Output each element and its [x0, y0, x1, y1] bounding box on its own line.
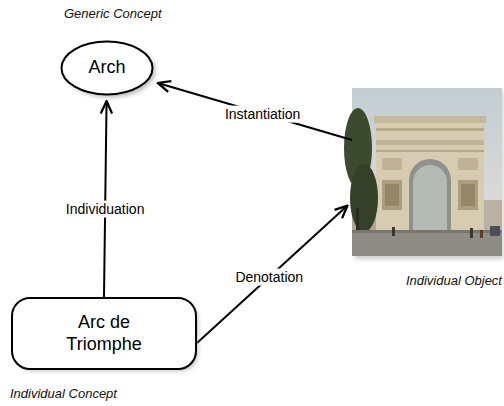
photo-detail [352, 88, 502, 256]
concept-name: Arc de Triomphe [54, 312, 154, 355]
photo-detail [392, 227, 395, 236]
photo-detail [458, 158, 478, 170]
individual-object-photo: Individual Object [352, 88, 502, 256]
photo-detail [376, 150, 484, 152]
photo-detail [350, 164, 378, 232]
edge-label: Individuation [63, 200, 148, 217]
individual-concept-box: Arc de TriompheIndividual Concept [11, 297, 197, 370]
photo-detail [352, 230, 502, 233]
photo-detail [413, 165, 447, 232]
arch-photo [352, 88, 502, 256]
arrow-connector [104, 101, 107, 297]
photo-detail [490, 226, 500, 236]
edge-label: Instantiation [222, 105, 304, 122]
photo-detail [385, 184, 399, 206]
photo-detail [382, 158, 402, 170]
photo-detail [374, 116, 486, 123]
concept-kind-label: Generic Concept [64, 6, 162, 22]
trees [344, 108, 378, 234]
edge-label: Denotation [232, 269, 306, 286]
arch-monument [374, 116, 486, 232]
photo-detail [409, 159, 451, 232]
object-kind-label: Individual Object [406, 273, 502, 289]
photo-detail [458, 180, 478, 210]
arrow-connector [158, 83, 352, 140]
photo-detail [376, 140, 484, 145]
photo-detail [376, 118, 484, 232]
concept-kind-label: Individual Concept [10, 386, 117, 402]
ground [352, 226, 502, 256]
photo-detail [352, 230, 502, 256]
ellipse-border [62, 42, 153, 95]
concept-name: Arch [88, 57, 125, 79]
generic-concept-ellipse: Generic ConceptArch [60, 40, 154, 96]
photo-detail [376, 128, 484, 131]
photo-detail [461, 184, 475, 206]
arrow-connector [197, 206, 348, 343]
photo-detail [382, 180, 402, 210]
photo-detail [480, 230, 483, 238]
rounded-box-border [12, 298, 196, 369]
photo-detail [470, 228, 473, 238]
